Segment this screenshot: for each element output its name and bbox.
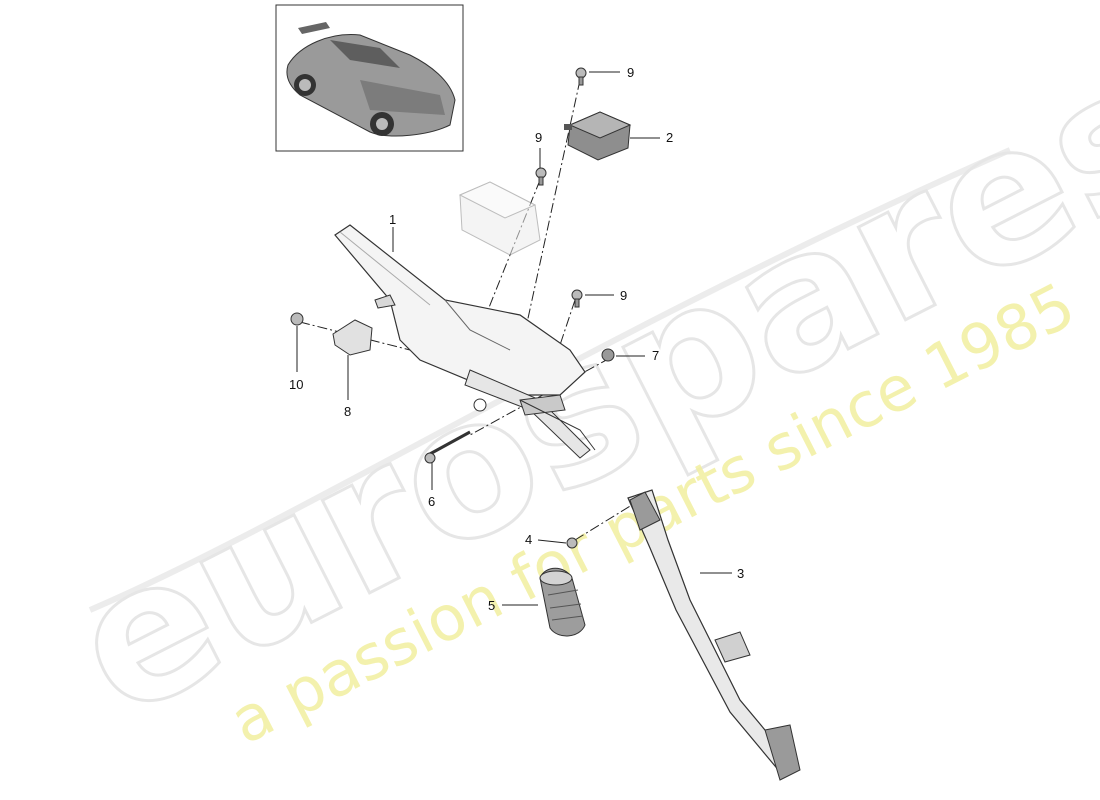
callout-1: 1: [389, 212, 396, 227]
bolt-4-part: [566, 537, 578, 549]
nut-7-part: [601, 348, 615, 362]
car-thumbnail-icon: [286, 22, 456, 137]
callout-3: 3: [737, 566, 744, 581]
bolt-9-mid-part: [535, 167, 547, 186]
callouts: 1 2 3 4 5 6 7 8 9 9 9 10: [289, 65, 744, 613]
module-part-faded: [458, 181, 541, 256]
callout-9-right: 9: [620, 288, 627, 303]
callout-7: 7: [652, 348, 659, 363]
callout-6: 6: [428, 494, 435, 509]
callout-8: 8: [344, 404, 351, 419]
control-unit-part: [564, 111, 632, 161]
callout-10: 10: [289, 377, 303, 392]
callout-5: 5: [488, 598, 495, 613]
boot-sleeve-part: [539, 567, 586, 637]
fasteners: [290, 67, 615, 549]
bracket-8-part: [332, 319, 373, 356]
leader-lines: [296, 71, 732, 606]
car-thumbnail: [275, 4, 464, 152]
callout-9-top: 9: [627, 65, 634, 80]
bolt-9-right-part: [571, 289, 583, 308]
bolt-6-part: [424, 430, 471, 464]
steering-column-part: [334, 224, 596, 459]
clip-10-part: [290, 312, 304, 326]
callout-2: 2: [666, 130, 673, 145]
callout-9-mid: 9: [535, 130, 542, 145]
intermediate-shaft-part: [627, 489, 801, 781]
callout-4: 4: [525, 532, 532, 547]
bolt-9-top-part: [575, 67, 587, 86]
